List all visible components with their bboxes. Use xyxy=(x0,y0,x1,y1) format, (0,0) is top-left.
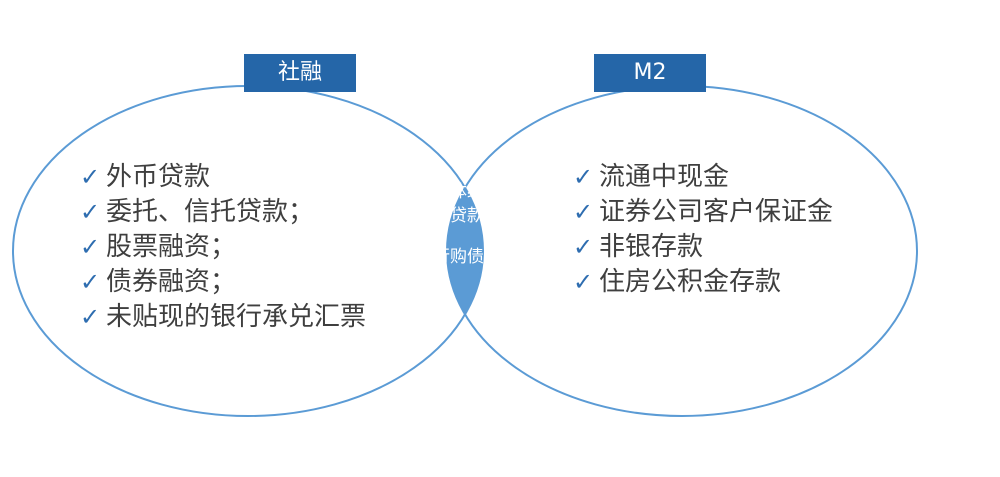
list-item: ✓外币贷款 xyxy=(80,160,400,195)
list-item: ✓债券融资； xyxy=(80,265,400,300)
left-set-label: 社融 xyxy=(244,54,356,92)
left-item-list: ✓外币贷款 ✓委托、信托贷款； ✓股票融资； ✓债券融资； ✓未贴现的银行承兑汇… xyxy=(80,160,400,335)
overlap-item-list: ✓给实体经济的人民币贷款； ✓银行购债 xyxy=(390,180,540,269)
list-item: ✓银行购债 xyxy=(390,247,484,267)
list-item: ✓未贴现的银行承兑汇票 xyxy=(80,300,400,335)
check-icon: ✓ xyxy=(80,233,101,261)
list-item: ✓给实体经济的人民币贷款； xyxy=(390,182,535,226)
list-item: ✓证券公司客户保证金 xyxy=(573,195,893,230)
check-icon: ✓ xyxy=(80,303,101,331)
check-icon: ✓ xyxy=(573,268,594,296)
check-icon: ✓ xyxy=(573,198,594,226)
check-icon: ✓ xyxy=(80,198,101,226)
list-item: ✓住房公积金存款 xyxy=(573,265,893,300)
list-item: ✓非银存款 xyxy=(573,230,893,265)
check-icon: ✓ xyxy=(573,163,594,191)
check-icon: ✓ xyxy=(80,163,101,191)
check-icon: ✓ xyxy=(390,182,404,201)
check-icon: ✓ xyxy=(573,233,594,261)
right-set-label: M2 xyxy=(594,54,706,92)
check-icon: ✓ xyxy=(80,268,101,296)
list-item: ✓流通中现金 xyxy=(573,160,893,195)
right-item-list: ✓流通中现金 ✓证券公司客户保证金 ✓非银存款 ✓住房公积金存款 xyxy=(573,160,893,300)
list-item: ✓股票融资； xyxy=(80,230,400,265)
list-item: ✓委托、信托贷款； xyxy=(80,195,400,230)
check-icon: ✓ xyxy=(390,247,404,266)
